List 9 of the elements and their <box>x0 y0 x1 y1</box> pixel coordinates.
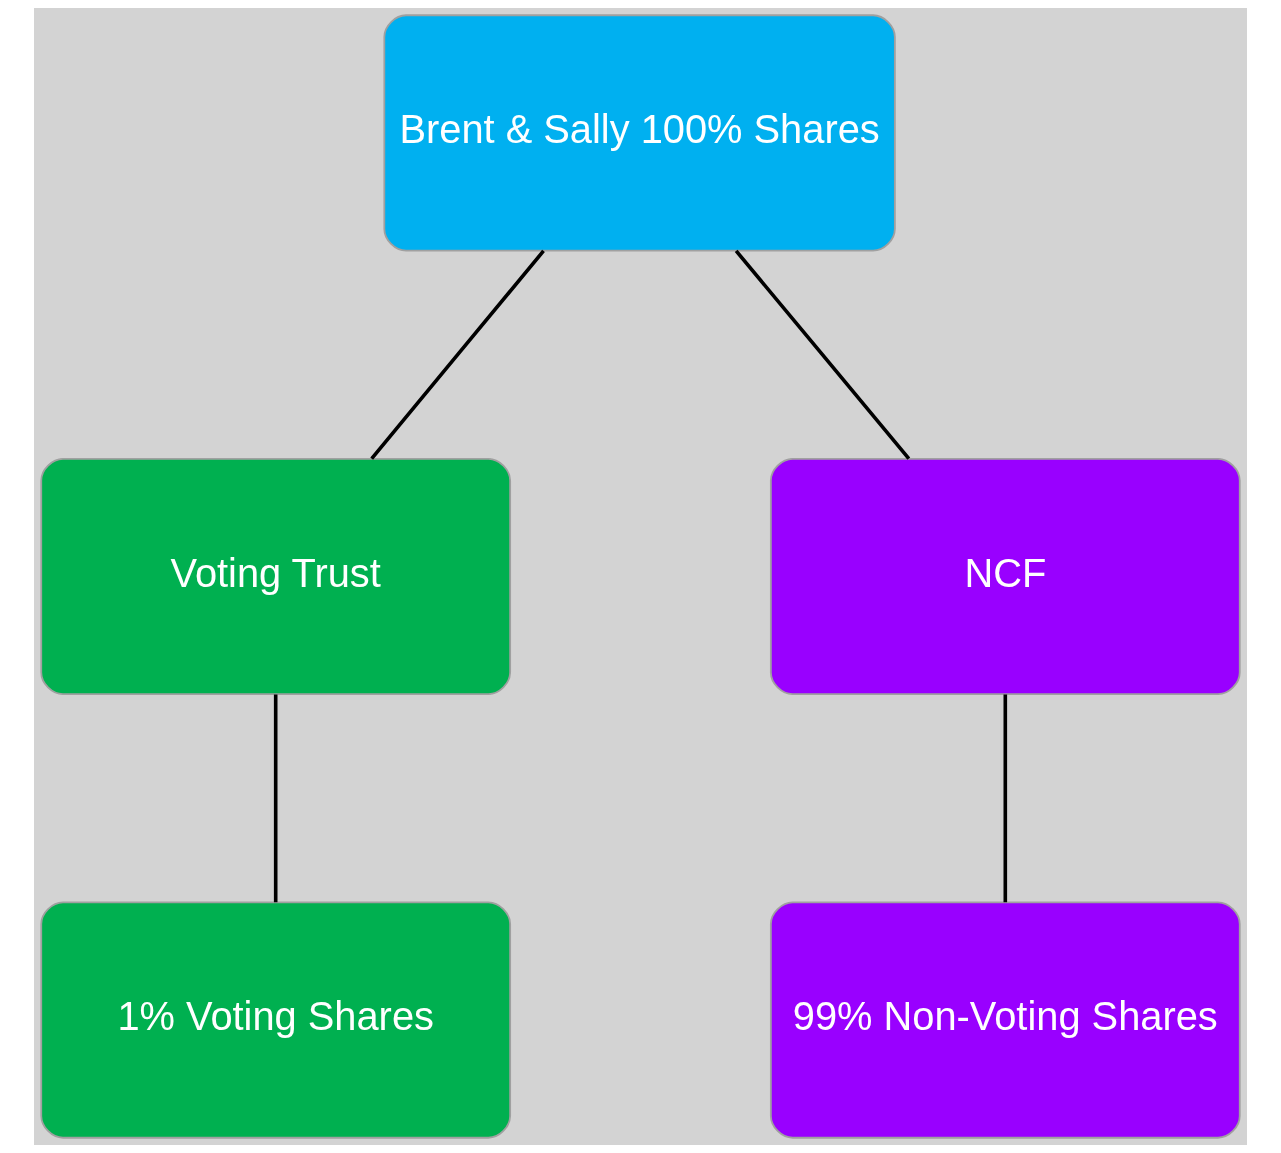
connector <box>273 694 278 903</box>
node-box: Voting Trust <box>40 457 512 696</box>
node-box: Brent & Sally 100% Shares <box>383 14 896 252</box>
node-box: 99% Non-Voting Shares <box>769 901 1241 1139</box>
node-box: NCF <box>769 457 1241 696</box>
connector <box>734 249 911 460</box>
connector <box>370 249 545 460</box>
node-box: 1% Voting Shares <box>40 901 512 1139</box>
connector <box>1003 694 1008 903</box>
